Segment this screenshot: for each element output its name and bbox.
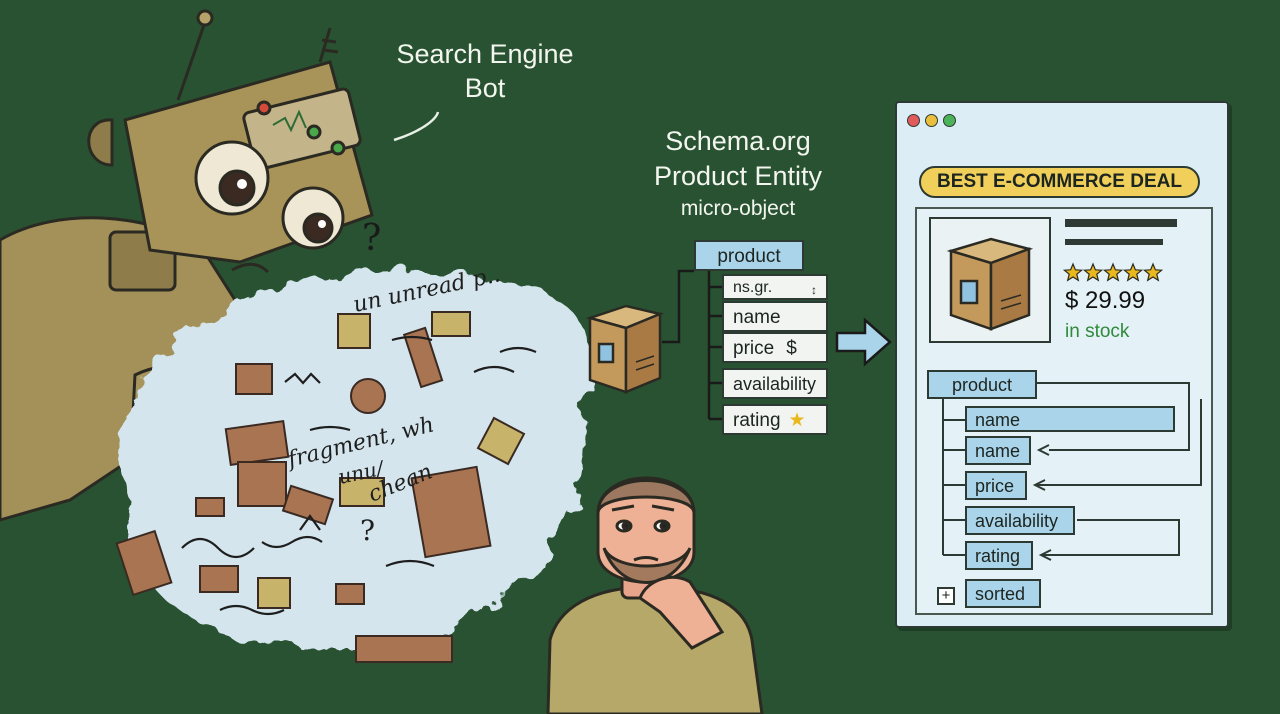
scanned-data-cloud: un unread p.. fragment, wh unu/ chean ? — [115, 262, 594, 663]
schema-field-rating: rating ★ — [722, 404, 828, 435]
close-window-icon[interactable] — [907, 114, 920, 127]
product-price: $ 29.99 — [1065, 287, 1146, 314]
arrow-right-icon — [835, 317, 892, 367]
product-image[interactable] — [929, 217, 1051, 343]
star-icon — [1142, 262, 1164, 282]
schema-field-label: availability — [733, 374, 817, 394]
rating-stars-area — [1062, 219, 1177, 282]
product-card: $ 29.99 in stock produ — [915, 207, 1213, 615]
schema-title: Schema.org Product Entity — [653, 126, 823, 192]
tree-root-tag: product — [927, 370, 1037, 399]
schema-field-label: name — [733, 307, 781, 328]
maximize-window-icon[interactable] — [943, 114, 956, 127]
expand-plus-icon[interactable]: + — [937, 587, 955, 605]
dollar-icon: $ — [786, 338, 797, 359]
tree-field-rating[interactable]: rating — [965, 541, 1033, 570]
tree-field-name-selected[interactable]: name — [965, 406, 1175, 432]
product-box-icon — [585, 304, 665, 394]
bot-label: Search Engine Bot — [396, 39, 574, 103]
schema-field-label: ns.gr. — [733, 279, 773, 296]
schema-field-availability: availability — [722, 368, 828, 399]
schema-field-name: name — [722, 301, 828, 332]
tree-field-name[interactable]: name — [965, 436, 1031, 465]
tree-field-availability[interactable]: availability — [965, 506, 1075, 535]
robot-illustration: ? — [0, 9, 440, 522]
subtitle-placeholder-bar — [1065, 239, 1163, 245]
schema-field-price: price $ — [722, 332, 828, 363]
minimize-window-icon[interactable] — [925, 114, 938, 127]
deal-badge: BEST E-COMMERCE DEAL — [919, 166, 1200, 198]
browser-window: BEST E-COMMERCE DEAL — [895, 101, 1229, 628]
schema-field-label: rating — [733, 410, 781, 431]
title-placeholder-bar — [1065, 219, 1177, 227]
stock-status: in stock — [1065, 321, 1130, 342]
person-illustration — [546, 476, 764, 714]
svg-text:?: ? — [360, 514, 375, 547]
product-box-icon — [946, 237, 1034, 331]
schema-root-tag: product — [694, 240, 804, 271]
star-icon — [1062, 262, 1084, 282]
select-arrows-icon: ↕ — [811, 283, 817, 297]
star-icon: ★ — [788, 410, 806, 431]
schema-subtitle: micro-object — [680, 197, 796, 220]
schema-tree-connectors — [662, 269, 722, 421]
star-icon — [1082, 262, 1104, 282]
star-icon — [1122, 262, 1144, 282]
star-icon — [1102, 262, 1124, 282]
schema-field-namespace[interactable]: ns.gr. ↕ — [722, 274, 828, 300]
svg-text:?: ? — [362, 218, 381, 259]
rating-stars — [1062, 262, 1164, 282]
schema-field-label: price — [733, 338, 775, 359]
tree-field-price[interactable]: price — [965, 471, 1027, 500]
tree-sorted-tag[interactable]: sorted — [965, 579, 1041, 608]
